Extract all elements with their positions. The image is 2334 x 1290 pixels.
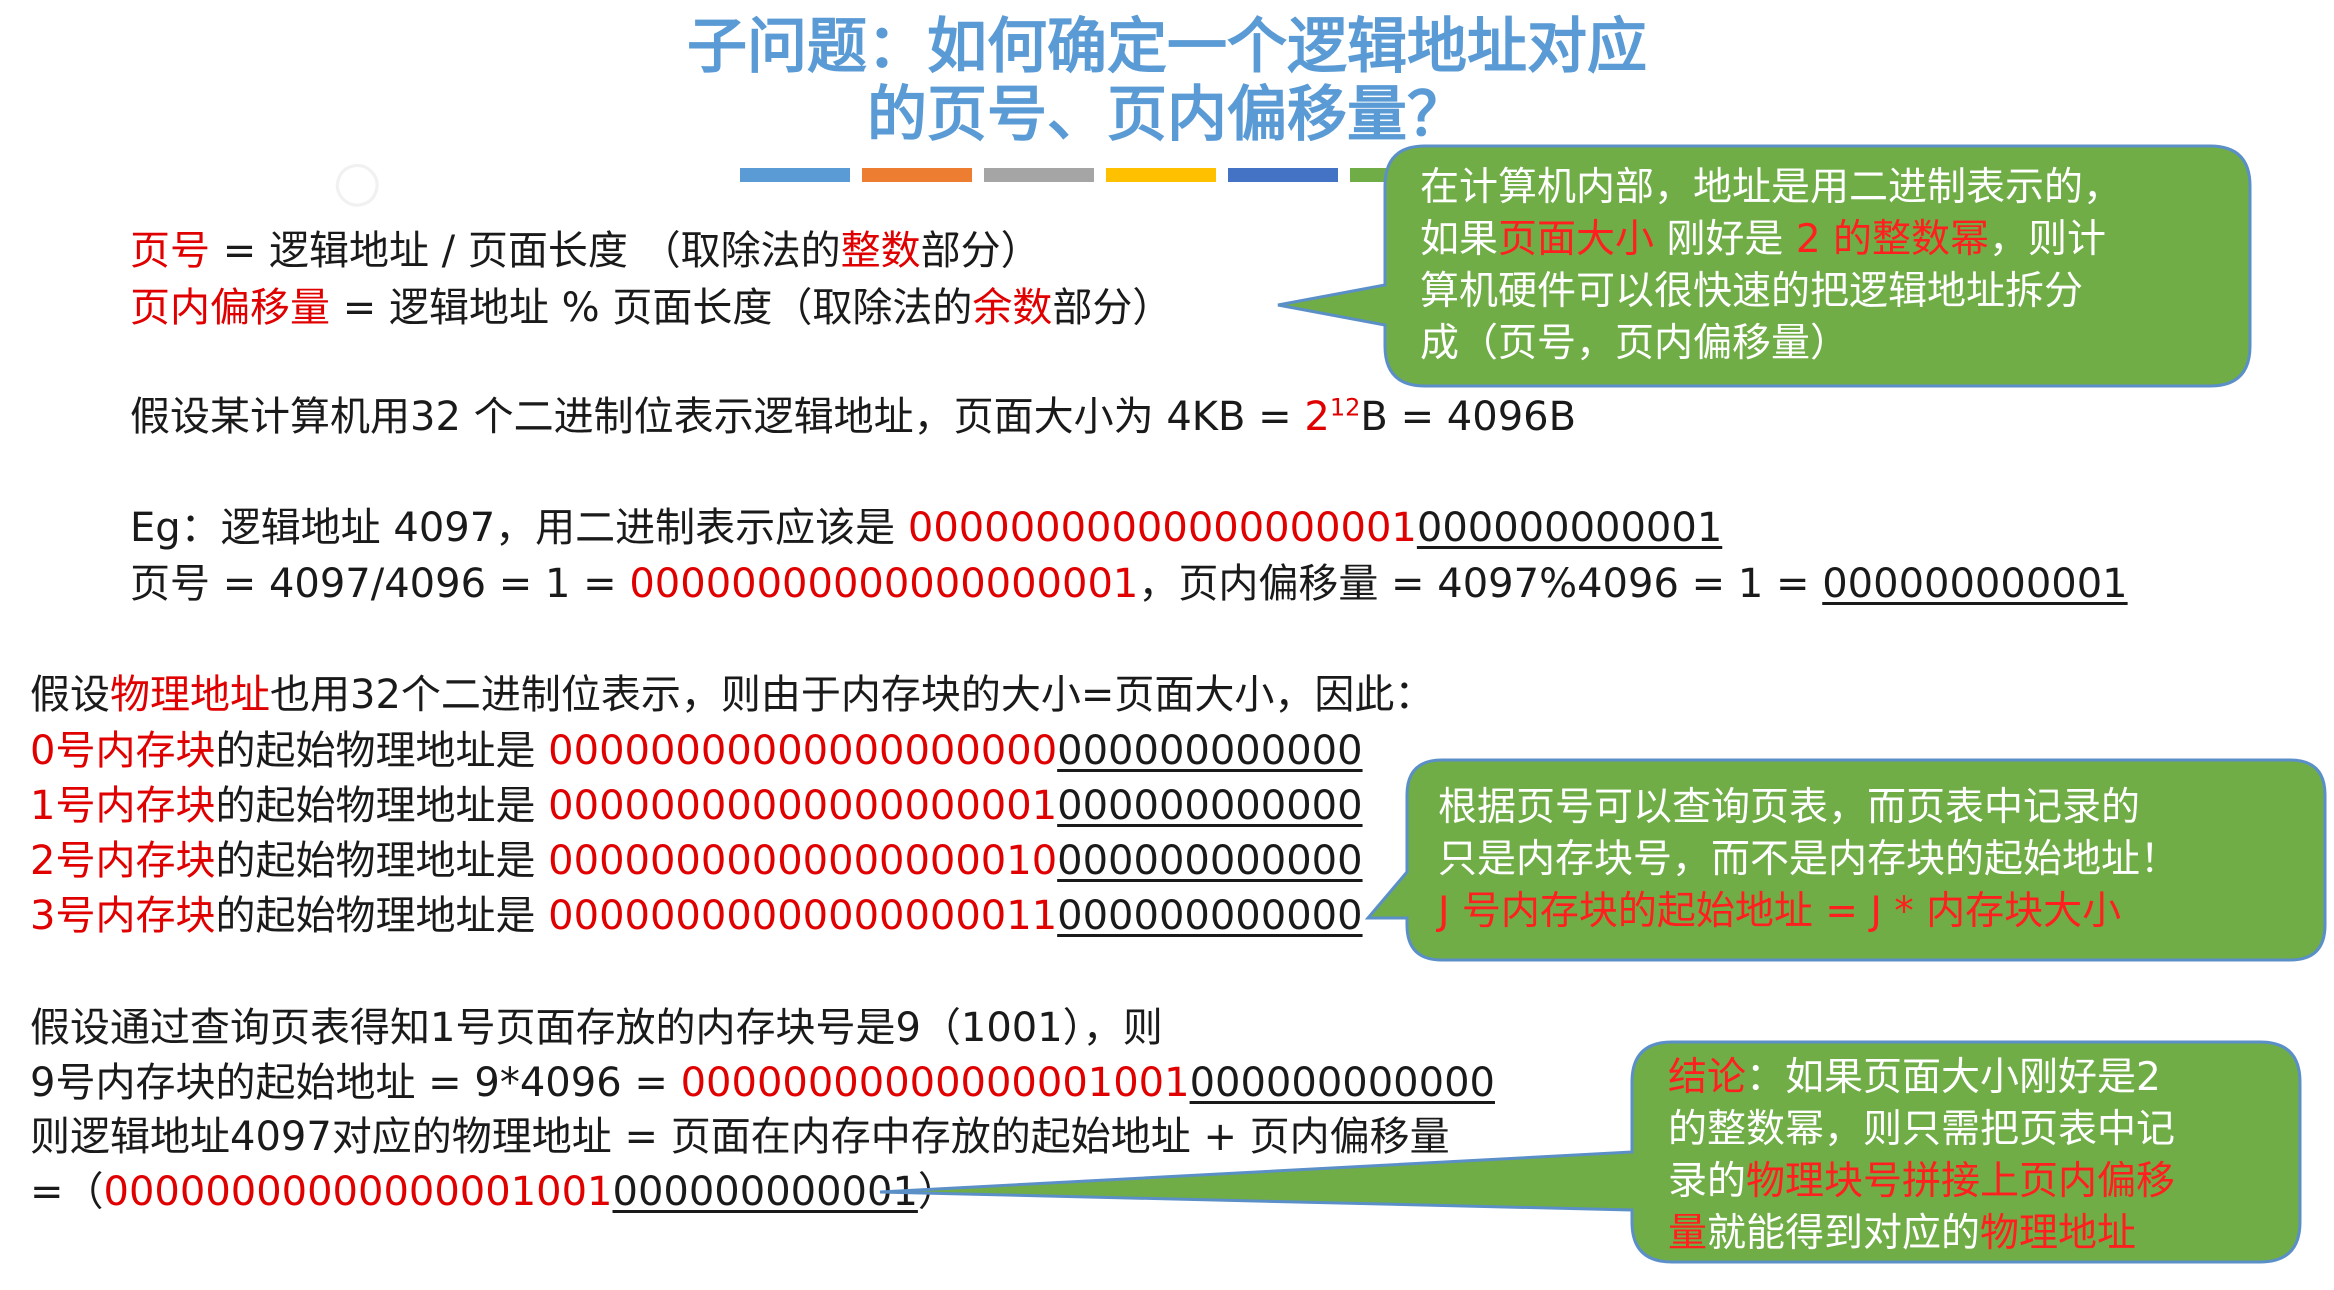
bottom-callout-l4-red2: 物理地址 (1980, 1211, 2137, 1256)
top-callout-l2-a: 如果 (1420, 217, 1499, 262)
top-callout-l2-b: 刚好是 (1654, 217, 1796, 262)
assumption-text-a: 假设某计算机用32 个二进制位表示逻辑地址，页面大小为 4KB = (130, 394, 1305, 440)
lookup-line-3: 则逻辑地址4097对应的物理地址 = 页面在内存中存放的起始地址 + 页内偏移量 (30, 1114, 1450, 1160)
offset-highlight: 余数 (972, 285, 1053, 331)
block-label: 0号内存块 (30, 728, 216, 774)
middle-callout-formula: J 号内存块的起始地址 = J * 内存块大小 (1438, 889, 2122, 934)
block-start-line: 1号内存块的起始物理地址是 00000000000000000001000000… (30, 781, 1363, 831)
bottom-callout-line-1: 结论：如果页面大小刚好是2 (1668, 1052, 2161, 1104)
block-low-bits: 000000000000 (1057, 838, 1363, 884)
block-suffix: 的起始物理地址是 (215, 783, 549, 829)
page-number-formula-b: 部分） (920, 228, 1041, 274)
top-callout-l2-c: ，则计 (1989, 217, 2107, 262)
middle-callout-line-3: J 号内存块的起始地址 = J * 内存块大小 (1438, 886, 2121, 938)
block-low-bits: 000000000000 (1057, 728, 1363, 774)
top-callout-page-size: 页面大小 (1498, 217, 1655, 262)
offset-definition: 页内偏移量 = 逻辑地址 % 页面长度（取除法的余数部分） (130, 283, 1172, 333)
slide-title-line1: 子问题：如何确定一个逻辑地址对应 (687, 12, 1647, 82)
example-line2-offset-bits: 000000000001 (1822, 561, 2128, 607)
bottom-callout-bubble (879, 1040, 2302, 1264)
lookup-line-2: 9号内存块的起始地址 = 9*4096 = 000000000000000010… (30, 1058, 1495, 1108)
lookup-line4-offset-bits: 000000000001 (612, 1169, 918, 1215)
example-line2-page-bits: 00000000000000000001 (629, 561, 1139, 607)
middle-callout-line-2: 只是内存块号，而不是内存块的起始地址！ (1438, 837, 2180, 882)
top-callout-line-4: 成（页号，页内偏移量） (1420, 321, 1850, 366)
bottom-callout-l1-b: ：如果页面大小刚好是2 (1746, 1055, 2161, 1100)
block-label: 2号内存块 (30, 838, 216, 884)
example-line1-page-bits: 00000000000000000001 (907, 505, 1417, 551)
example-line2-mid: ，页内偏移量 = 4097%4096 = 1 = (1138, 561, 1823, 607)
top-callout-power-of-two: 2 的整数幂 (1795, 217, 1990, 262)
page-number-definition: 页号 = 逻辑地址 / 页面长度 （取除法的整数部分） (130, 226, 1041, 276)
lookup-line-1: 假设通过查询页表得知1号页面存放的内存块号是9（1001），则 (30, 1005, 1163, 1051)
accent-bar (984, 168, 1094, 182)
bottom-callout-line-4: 量就能得到对应的物理地址 (1668, 1208, 2136, 1260)
physical-intro-a: 假设 (30, 672, 110, 718)
block-start-line: 0号内存块的起始物理地址是 00000000000000000000000000… (30, 726, 1363, 776)
accent-bar (862, 168, 972, 182)
bottom-callout-conclusion: 结论 (1668, 1055, 1747, 1100)
block-start-line: 3号内存块的起始物理地址是 00000000000000000011000000… (30, 891, 1363, 941)
middle-callout-bubble (1364, 758, 2327, 962)
top-callout-bubble (1277, 144, 2252, 388)
assumption-text-b: B = 4096B (1360, 394, 1577, 440)
example-line-1: Eg：逻辑地址 4097，用二进制表示应该是 00000000000000000… (130, 503, 1722, 553)
page-number-formula-a: = 逻辑地址 / 页面长度 （取除法的 (210, 228, 841, 274)
bottom-callout-line-3: 录的物理块号拼接上页内偏移 (1668, 1156, 2175, 1208)
assumption-exponent: 12 (1329, 393, 1361, 422)
block-label: 3号内存块 (30, 893, 216, 939)
slide-title-line2: 的页号、页内偏移量？ (867, 80, 1467, 150)
lookup-line4-prefix: =（ (30, 1169, 104, 1215)
example-line-2: 页号 = 4097/4096 = 1 = 0000000000000000000… (130, 559, 2128, 609)
accent-bar (1106, 168, 1216, 182)
bottom-callout-l3-red: 物理块号拼接上页内偏移 (1746, 1159, 2176, 1204)
block-low-bits: 000000000000 (1057, 783, 1363, 829)
bottom-callout-line-2: 的整数幂，则只需把页表中记 (1668, 1107, 2176, 1152)
assumption-base: 2 (1304, 394, 1330, 440)
bottom-callout-l4-red1: 量 (1668, 1211, 1708, 1256)
bottom-callout-l3-a: 录的 (1668, 1159, 1747, 1204)
block-high-bits: 00000000000000000000 (548, 728, 1058, 774)
physical-intro-b: 也用32个二进制位表示，则由于内存块的大小=页面大小，因此： (270, 672, 1435, 718)
lookup-line4-block-bits: 00000000000000001001 (103, 1169, 613, 1215)
page-number-highlight: 整数 (840, 228, 921, 274)
offset-formula-b: 部分） (1052, 285, 1173, 331)
middle-callout-line-1: 根据页号可以查询页表，而页表中记录的 (1438, 785, 2141, 830)
block-high-bits: 00000000000000000010 (548, 838, 1058, 884)
top-callout-line-1: 在计算机内部，地址是用二进制表示的， (1420, 165, 2123, 210)
block-suffix: 的起始物理地址是 (215, 838, 549, 884)
accent-bar (740, 168, 850, 182)
offset-label: 页内偏移量 (130, 285, 330, 331)
offset-formula-a: = 逻辑地址 % 页面长度（取除法的 (330, 285, 973, 331)
lookup-line-4: =（00000000000000001001000000000001） (30, 1167, 958, 1217)
physical-intro-red: 物理地址 (110, 672, 270, 718)
block-suffix: 的起始物理地址是 (215, 728, 549, 774)
block-start-line: 2号内存块的起始物理地址是 00000000000000000010000000… (30, 836, 1363, 886)
block-high-bits: 00000000000000000001 (548, 783, 1058, 829)
page-number-label: 页号 (130, 228, 210, 274)
lookup-line2-zero-bits: 000000000000 (1189, 1060, 1495, 1106)
accent-bar (1228, 168, 1338, 182)
example-line1-offset-bits: 000000000001 (1416, 505, 1723, 551)
block-suffix: 的起始物理地址是 (215, 893, 549, 939)
block-low-bits: 000000000000 (1057, 893, 1363, 939)
lookup-line2-prefix: 9号内存块的起始地址 = 9*4096 = (30, 1060, 681, 1106)
top-callout-line-3: 算机硬件可以很快速的把逻辑地址拆分 (1420, 269, 2084, 314)
example-line2-prefix: 页号 = 4097/4096 = 1 = (130, 561, 630, 607)
bottom-callout-l4-b: 就能得到对应的 (1707, 1211, 1981, 1256)
lookup-line2-block-bits: 00000000000000001001 (680, 1060, 1190, 1106)
address-assumption: 假设某计算机用32 个二进制位表示逻辑地址，页面大小为 4KB = 212B =… (130, 392, 1576, 442)
top-callout-line-2: 如果页面大小 刚好是 2 的整数幂，则计 (1420, 214, 2106, 266)
block-high-bits: 00000000000000000011 (548, 893, 1058, 939)
block-label: 1号内存块 (30, 783, 216, 829)
physical-intro: 假设物理地址也用32个二进制位表示，则由于内存块的大小=页面大小，因此： (30, 670, 1434, 720)
example-line1-prefix: Eg：逻辑地址 4097，用二进制表示应该是 (130, 505, 908, 551)
